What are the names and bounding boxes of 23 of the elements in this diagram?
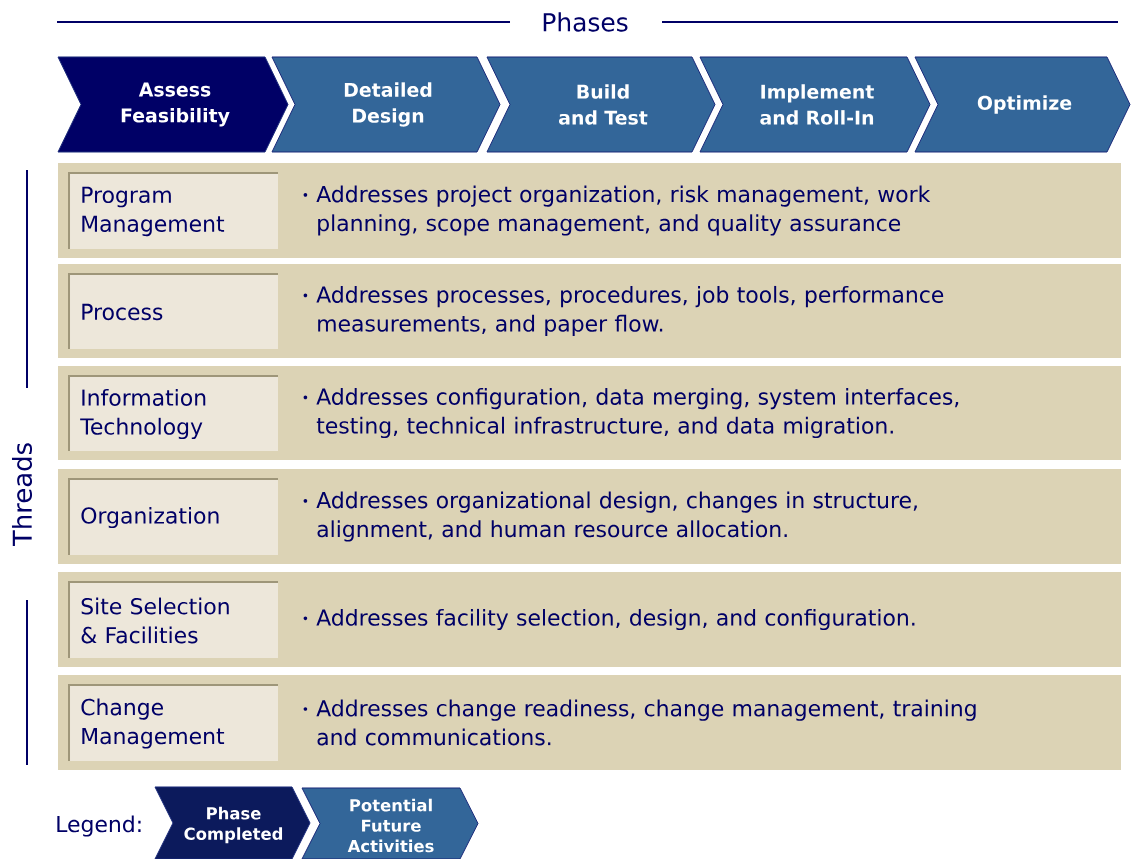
thread-label-box: Information Technology xyxy=(68,375,279,452)
thread-label-box: Organization xyxy=(68,478,279,556)
legend-title: Legend: xyxy=(57,815,141,837)
phase-banner: Build and Test xyxy=(486,56,716,153)
description-text: Addresses facility selection, design, and configuration. xyxy=(316,608,915,631)
thread-label-box: Site Selection & Facilities xyxy=(68,581,279,659)
legend-text: Phase Completed xyxy=(184,806,283,844)
description-text: Addresses configuration, data merging, system interfaces, testing, technical infrastructure, and data migration. xyxy=(316,387,959,439)
description-text: Addresses project organization, risk management, work planning, scope management, and quality assurance xyxy=(316,185,931,236)
description-text: Addresses change readiness, change management, training and communications. xyxy=(316,699,976,746)
node-label: Optimize xyxy=(977,95,1072,114)
thread-label-box: Change Management xyxy=(68,684,279,762)
thread-label-box: Program Management xyxy=(68,172,279,250)
phase-banner: Implement and Roll-In xyxy=(699,56,931,153)
axis-label: Threads xyxy=(12,443,32,547)
description-text: Addresses processes, procedures, job tools, performance measurements, and paper flow. xyxy=(316,285,944,337)
phase-banner: Optimize xyxy=(914,56,1131,153)
phase-banner: Detailed Design xyxy=(271,56,501,153)
legend-text: Potential Future Activities xyxy=(347,798,434,853)
heading: Phases xyxy=(543,12,628,32)
thread-label-box: Process xyxy=(68,273,279,350)
description-text: Addresses organizational design, changes in structure, alignment, and human resource allocation. xyxy=(316,491,917,542)
phase-banner: Assess Feasibility xyxy=(57,56,289,153)
